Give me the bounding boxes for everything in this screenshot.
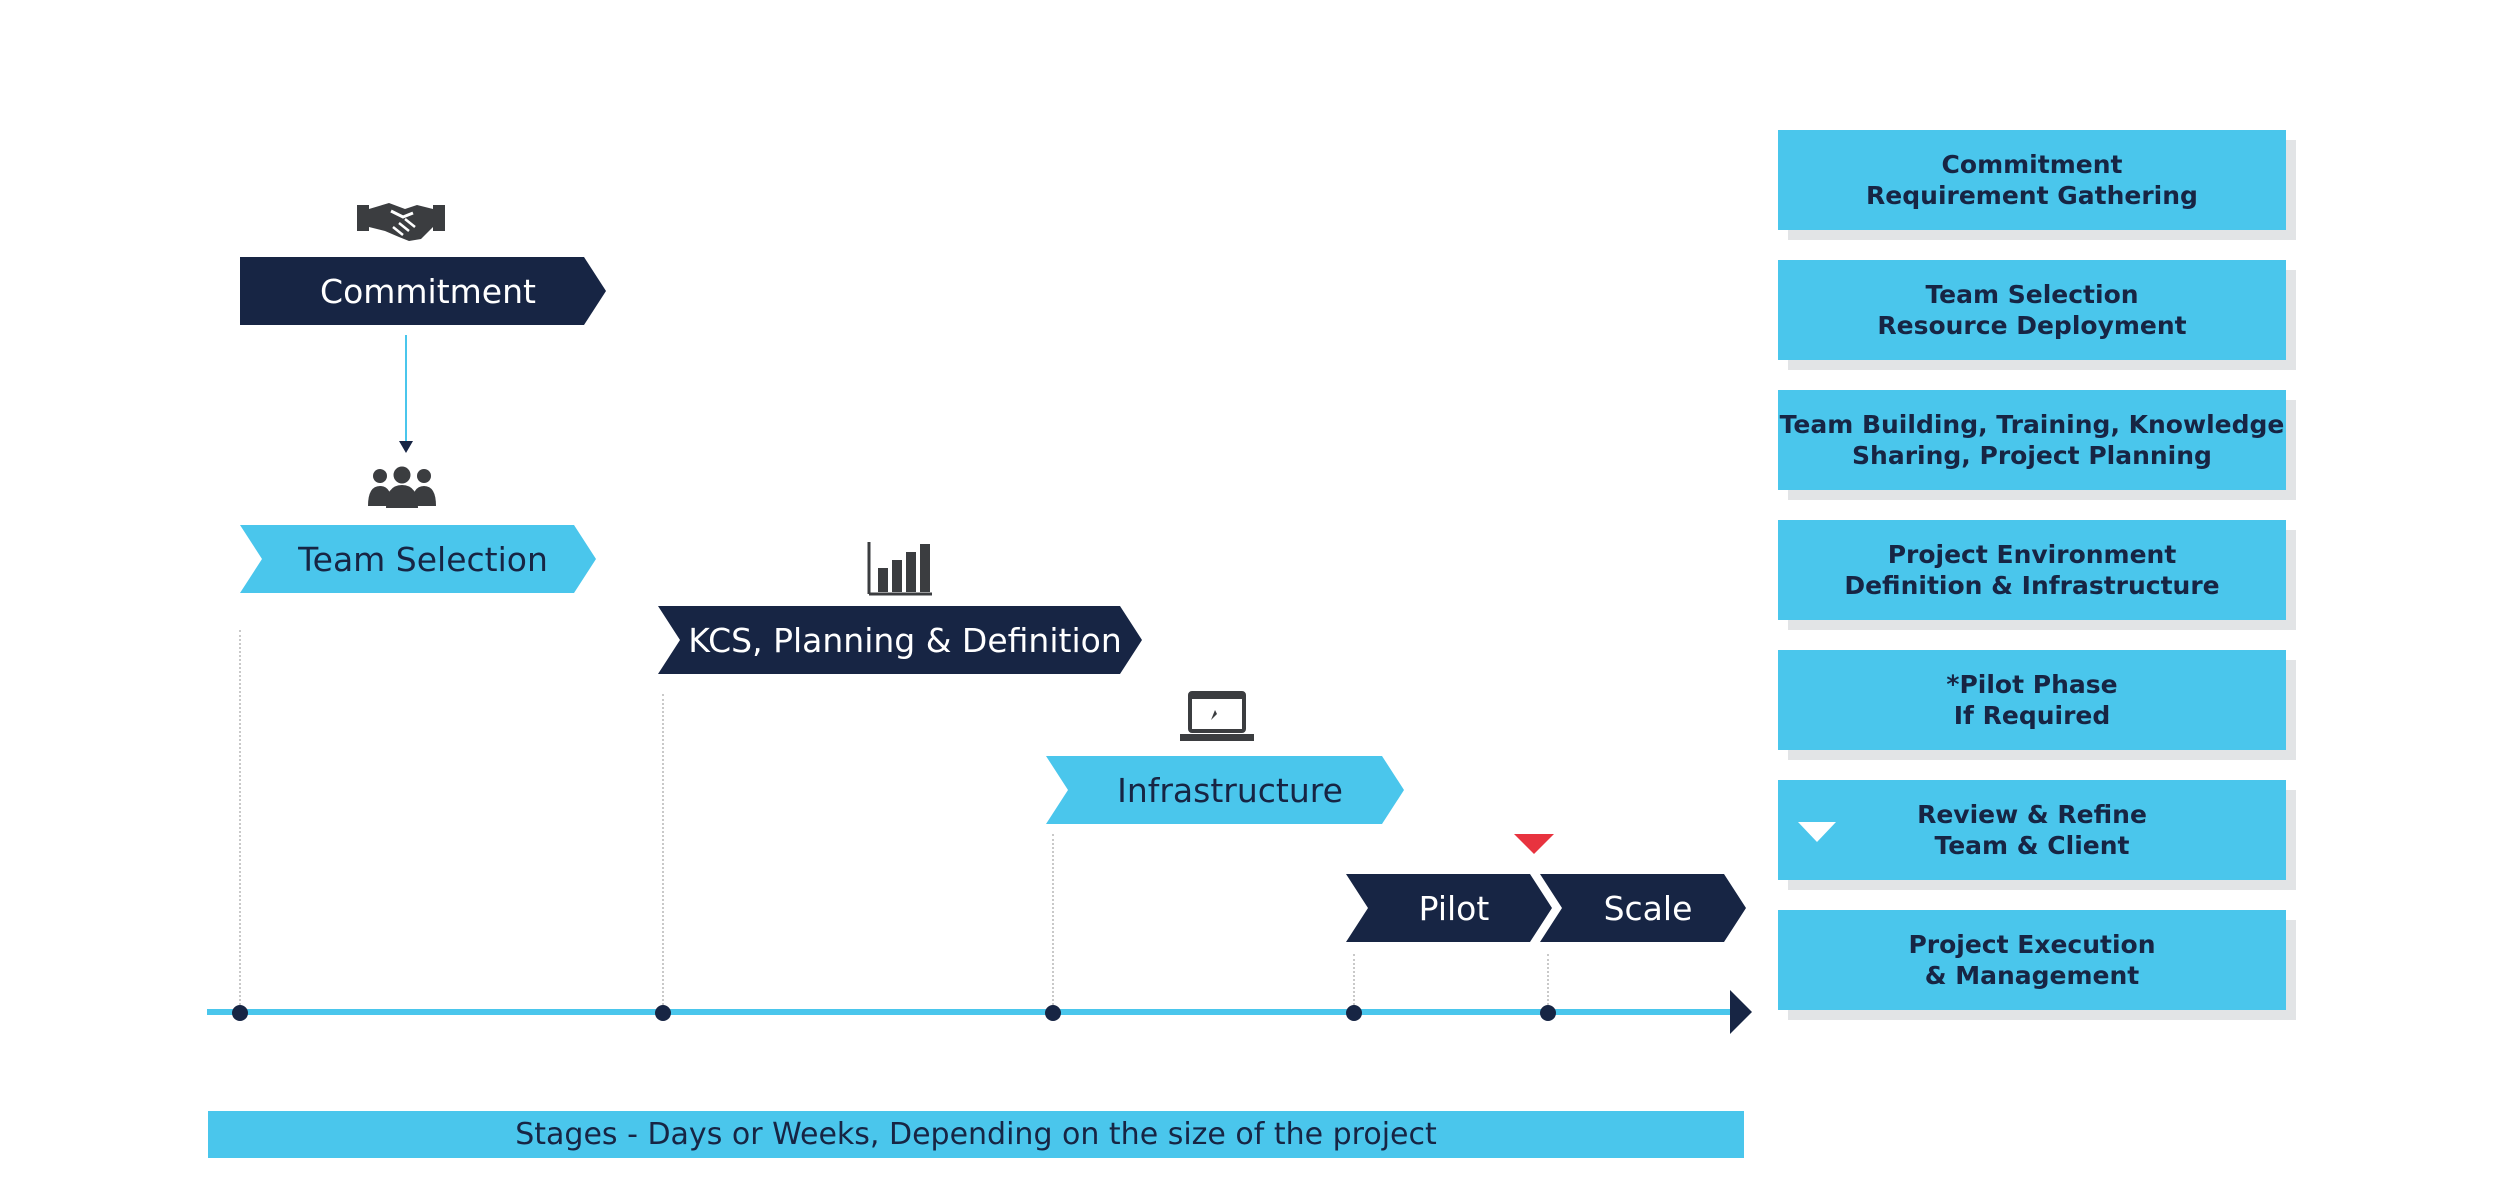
timeline-arrowhead-icon [1730, 990, 1752, 1034]
stage-pilot-label: Pilot [1418, 888, 1490, 928]
stage-team-selection-arrow: Team Selection [240, 525, 596, 593]
panel-line: Resource Deployment [1877, 311, 2187, 340]
panel-line: Sharing, Project Planning [1852, 441, 2212, 470]
stages-banner-text: Stages - Days or Weeks, Depending on the… [515, 1117, 1437, 1152]
drop-line [662, 694, 664, 1005]
panel-line: & Management [1924, 961, 2140, 990]
laptop-icon [1180, 691, 1254, 741]
stage-scale-label: Scale [1603, 888, 1693, 928]
marker-triangle-icon [1514, 834, 1554, 854]
stage-infrastructure-label: Infrastructure [1117, 770, 1343, 810]
panel-commitment: Commitment Requirement Gathering [1778, 130, 2286, 230]
stage-commitment-arrow: Commitment [240, 257, 606, 325]
stage-pilot-arrow: Pilot [1346, 874, 1552, 942]
panel-project-execution: Project Execution & Management [1778, 910, 2286, 1010]
caret-down-icon [1798, 822, 1836, 842]
panel-line: Team Selection [1925, 280, 2139, 309]
panel-line: Team & Client [1934, 831, 2130, 860]
panel-line: If Required [1953, 701, 2111, 730]
timeline-dot [232, 1005, 248, 1021]
panel-line: Requirement Gathering [1866, 181, 2198, 210]
stage-planning-arrow: KCS, Planning & Definition [658, 606, 1142, 674]
stage-team-selection-label: Team Selection [298, 539, 548, 579]
panel-line: Project Environment [1887, 540, 2177, 569]
stage-scale-arrow: Scale [1540, 874, 1746, 942]
connector-arrow [399, 335, 413, 453]
drop-line [1052, 834, 1054, 1005]
drop-line [1547, 954, 1549, 1005]
timeline-dot [655, 1005, 671, 1021]
panel-line: Team Building, Training, Knowledge [1779, 410, 2285, 439]
panel-line: Review & Refine [1917, 800, 2147, 829]
timeline-dot [1540, 1005, 1556, 1021]
drop-line [239, 630, 241, 1005]
timeline-dot [1346, 1005, 1362, 1021]
panel-pilot-phase: *Pilot Phase If Required [1778, 650, 2286, 750]
stage-planning-label: KCS, Planning & Definition [688, 620, 1122, 660]
team-icon [368, 466, 436, 508]
panel-team-selection: Team Selection Resource Deployment [1778, 260, 2286, 360]
panel-team-building: Team Building, Training, Knowledge Shari… [1778, 390, 2286, 490]
timeline-axis [207, 1009, 1747, 1015]
stage-commitment-label: Commitment [320, 271, 536, 311]
panel-project-environment: Project Environment Definition & Infrast… [1778, 520, 2286, 620]
panel-line: Project Execution [1908, 930, 2156, 959]
panel-line: Commitment [1941, 150, 2123, 179]
panel-line: Definition & Infrastructure [1844, 571, 2220, 600]
handshake-icon [357, 203, 445, 241]
panel-review-refine: Review & Refine Team & Client [1778, 780, 2286, 880]
timeline-dot [1045, 1005, 1061, 1021]
bar-chart-icon [867, 542, 932, 596]
stage-infrastructure-arrow: Infrastructure [1046, 756, 1404, 824]
stages-banner: Stages - Days or Weeks, Depending on the… [208, 1111, 1744, 1158]
panel-line: *Pilot Phase [1946, 670, 2118, 699]
drop-line [1353, 954, 1355, 1005]
